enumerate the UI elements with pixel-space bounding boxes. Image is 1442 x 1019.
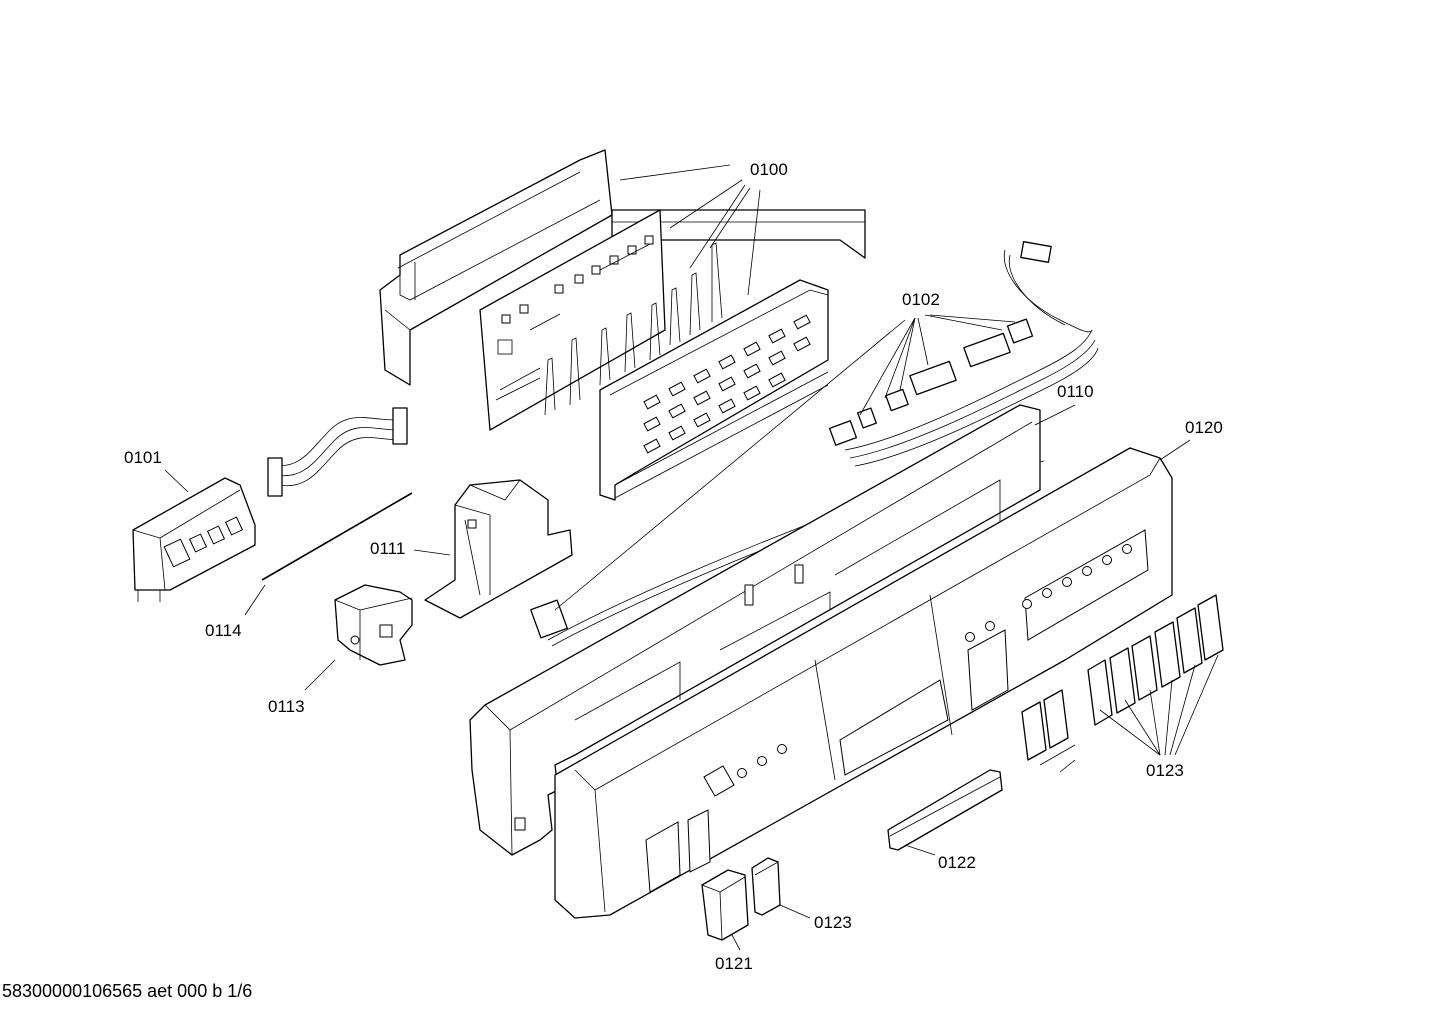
label-0111: 0111 [370, 539, 405, 558]
label-0113: 0113 [268, 697, 305, 716]
label-0114: 0114 [205, 621, 242, 640]
key-carrier-levers [544, 242, 723, 416]
label-0120: 0120 [1185, 418, 1223, 437]
part-0114-rod [261, 492, 413, 581]
part-0111-bracket [424, 479, 573, 619]
part-0100-key-carrier [544, 242, 829, 501]
label-0123-bottom: 0123 [814, 913, 852, 932]
part-0123-button-bottom [751, 857, 781, 916]
label-0100: 0100 [750, 160, 788, 179]
part-0122-strip [887, 769, 1003, 851]
part-labels: 0100 0101 0102 0110 0111 0113 0114 0120 … [124, 160, 1223, 973]
ribbon-cable [267, 407, 408, 497]
label-0102: 0102 [902, 290, 940, 309]
part-0101-display-module [132, 477, 256, 602]
part-0100-housing [379, 149, 866, 386]
part-0121-knob [701, 869, 749, 941]
board-components [495, 235, 654, 401]
part-0100-circuit-board [479, 209, 666, 431]
part-0123-buttons-right [1021, 594, 1224, 761]
label-0121: 0121 [715, 954, 753, 973]
leader-lines [164, 164, 1219, 951]
key-carrier-slots [643, 314, 811, 454]
label-0110: 0110 [1057, 382, 1094, 401]
drawing-reference: 58300000106565 aet 000 b 1/6 [2, 981, 253, 1001]
part-0113-switch [334, 584, 413, 666]
label-0101: 0101 [124, 448, 162, 467]
label-0123-right: 0123 [1146, 761, 1184, 780]
part-0120-front-fascia [554, 447, 1173, 919]
label-0122: 0122 [938, 853, 976, 872]
